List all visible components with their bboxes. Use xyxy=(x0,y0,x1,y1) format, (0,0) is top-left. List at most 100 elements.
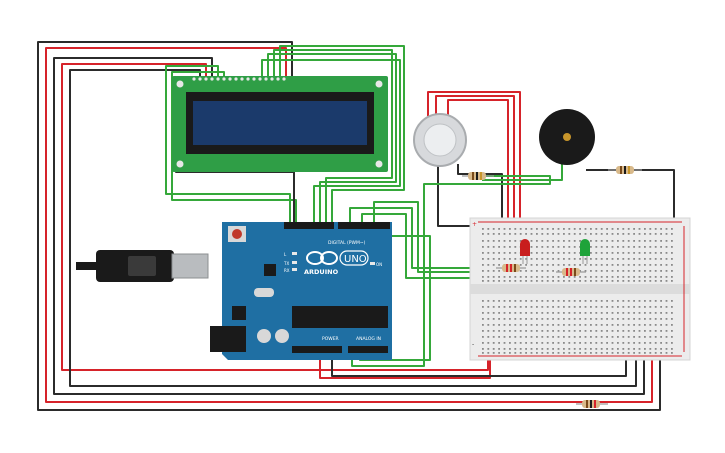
breadboard-hole xyxy=(654,342,657,344)
breadboard-hole xyxy=(557,336,560,338)
gas-sensor[interactable] xyxy=(413,113,467,167)
wire-green-red-led[interactable] xyxy=(349,207,498,269)
wire-green-lcd-d6[interactable] xyxy=(273,49,393,222)
wire-green-buzzer[interactable] xyxy=(482,160,563,181)
breadboard-hole xyxy=(622,306,625,308)
breadboard-hole xyxy=(595,312,598,314)
breadboard-hole xyxy=(665,352,668,354)
wire-green-buzzer-pin[interactable] xyxy=(373,201,560,273)
breadboard-hole xyxy=(519,233,522,235)
wire-green-lcd-d5[interactable] xyxy=(267,53,397,222)
voltage-regulator xyxy=(232,306,246,320)
breadboard-hole xyxy=(633,330,635,332)
breadboard-hole xyxy=(638,318,641,320)
breadboard-hole xyxy=(487,276,490,278)
breadboard-hole xyxy=(498,342,500,344)
breadboard-hole xyxy=(546,336,549,338)
breadboard-hole xyxy=(498,228,500,230)
breadboard-hole xyxy=(530,280,533,282)
breadboard-hole xyxy=(590,300,592,302)
usb-chip xyxy=(264,264,276,276)
wire-black-lcd-gnd[interactable] xyxy=(37,41,661,411)
breadboard-hole xyxy=(487,306,490,308)
breadboard-hole xyxy=(568,348,571,350)
resistor-gas-sensor[interactable] xyxy=(462,172,494,180)
breadboard-hole xyxy=(557,280,560,282)
breadboard-hole xyxy=(514,352,517,354)
lcd-pin xyxy=(228,77,232,81)
breadboard-hole xyxy=(482,300,484,302)
breadboard-hole xyxy=(590,258,592,260)
breadboard-hole xyxy=(606,336,608,338)
lcd-pin xyxy=(192,77,196,81)
resistor-buzzer[interactable] xyxy=(608,166,642,174)
resistor-lcd-contrast[interactable] xyxy=(576,400,608,408)
breadboard-hole xyxy=(536,258,538,260)
wire-green-lcd-d4[interactable] xyxy=(261,59,401,222)
breadboard-hole xyxy=(541,233,544,235)
breadboard-hole xyxy=(595,342,598,344)
piezo-buzzer[interactable] xyxy=(539,109,595,165)
breadboard-channel xyxy=(470,284,690,294)
wire-red-sensor-3[interactable] xyxy=(447,99,509,228)
breadboard-hole xyxy=(627,312,630,314)
lcd-mount-hole-bl xyxy=(176,160,184,168)
wire-green-lcd-d7[interactable] xyxy=(279,45,405,222)
breadboard-hole xyxy=(563,276,565,278)
breadboard-hole xyxy=(525,352,527,354)
lcd-16x2-display[interactable] xyxy=(172,76,388,172)
breadboard-hole xyxy=(590,324,592,326)
resistor-red-led[interactable] xyxy=(496,264,526,272)
breadboard-hole xyxy=(541,252,544,254)
breadboard-hole xyxy=(514,336,517,338)
wire-green-lcd-rs[interactable] xyxy=(165,65,291,222)
breadboard-hole xyxy=(654,330,657,332)
breadboard-hole xyxy=(509,352,511,354)
breadboard-hole xyxy=(487,240,490,242)
breadboard-hole xyxy=(552,318,554,320)
wire-red-5v[interactable] xyxy=(319,345,491,379)
breadboard-hole xyxy=(573,330,576,332)
breadboard-hole xyxy=(660,276,662,278)
breadboard-hole xyxy=(519,306,522,308)
green-led[interactable] xyxy=(580,239,590,264)
breadboard-hole xyxy=(665,252,668,254)
breadboard-hole xyxy=(568,252,571,254)
breadboard-hole xyxy=(568,280,571,282)
breadboard-hole xyxy=(671,342,673,344)
breadboard[interactable]: + - xyxy=(469,217,691,361)
breadboard-hole xyxy=(514,348,517,350)
breadboard-hole xyxy=(530,228,533,230)
breadboard-hole xyxy=(541,280,544,282)
breadboard-hole xyxy=(492,318,495,320)
breadboard-hole xyxy=(487,312,490,314)
red-led[interactable] xyxy=(520,239,530,264)
breadboard-hole xyxy=(541,270,544,272)
lcd-pin xyxy=(216,77,220,81)
breadboard-hole xyxy=(482,264,484,266)
arduino-uno-board[interactable]: ARDUINO UNO DIGITAL (PWM~) POWER ANALOG … xyxy=(76,222,392,360)
wire-green-sensor-a0[interactable] xyxy=(351,175,551,367)
breadboard-hole xyxy=(638,352,641,354)
breadboard-hole xyxy=(492,264,495,266)
breadboard-hole xyxy=(552,348,554,350)
resistor-green-led[interactable] xyxy=(556,268,586,276)
wire-red-sensor-2[interactable] xyxy=(435,95,515,228)
breadboard-hole xyxy=(600,318,603,320)
breadboard-hole xyxy=(546,240,549,242)
breadboard-hole xyxy=(606,252,608,254)
wire-red-sensor-1[interactable] xyxy=(427,91,521,228)
breadboard-hole xyxy=(671,300,673,302)
breadboard-hole xyxy=(530,270,533,272)
breadboard-hole xyxy=(525,336,527,338)
breadboard-hole xyxy=(606,312,608,314)
breadboard-hole xyxy=(546,264,549,266)
breadboard-hole xyxy=(487,270,490,272)
breadboard-hole xyxy=(546,342,549,344)
wire-green-green-led[interactable] xyxy=(361,213,580,279)
breadboard-hole xyxy=(536,228,538,230)
reset-button-cap[interactable] xyxy=(232,229,242,239)
wire-black-lcd-rw[interactable] xyxy=(53,57,645,395)
breadboard-hole xyxy=(530,318,533,320)
breadboard-hole xyxy=(638,336,641,338)
